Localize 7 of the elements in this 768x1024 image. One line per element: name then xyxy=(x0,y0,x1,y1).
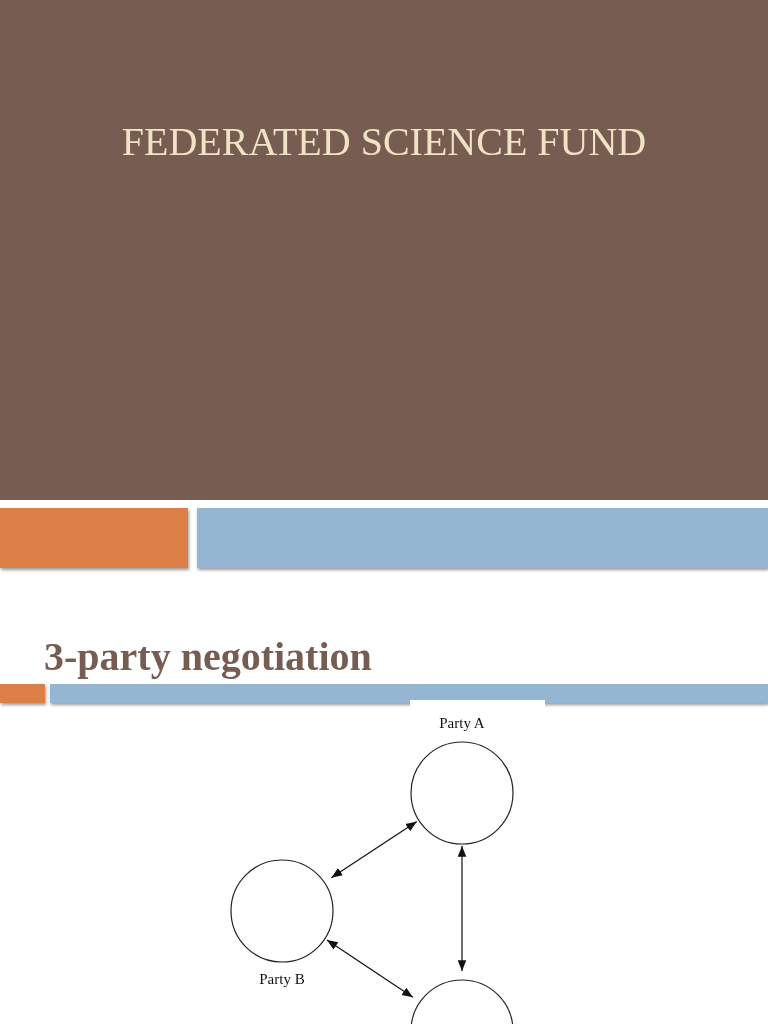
party-label: Party B xyxy=(258,971,306,988)
slide-heading: 3-party negotiation xyxy=(44,633,372,680)
double-arrow xyxy=(330,821,418,879)
double-arrow xyxy=(457,845,467,972)
double-arrow xyxy=(326,939,414,998)
slide-title: FEDERATED SCIENCE FUND xyxy=(120,118,648,165)
party-label: Party A xyxy=(438,715,486,732)
